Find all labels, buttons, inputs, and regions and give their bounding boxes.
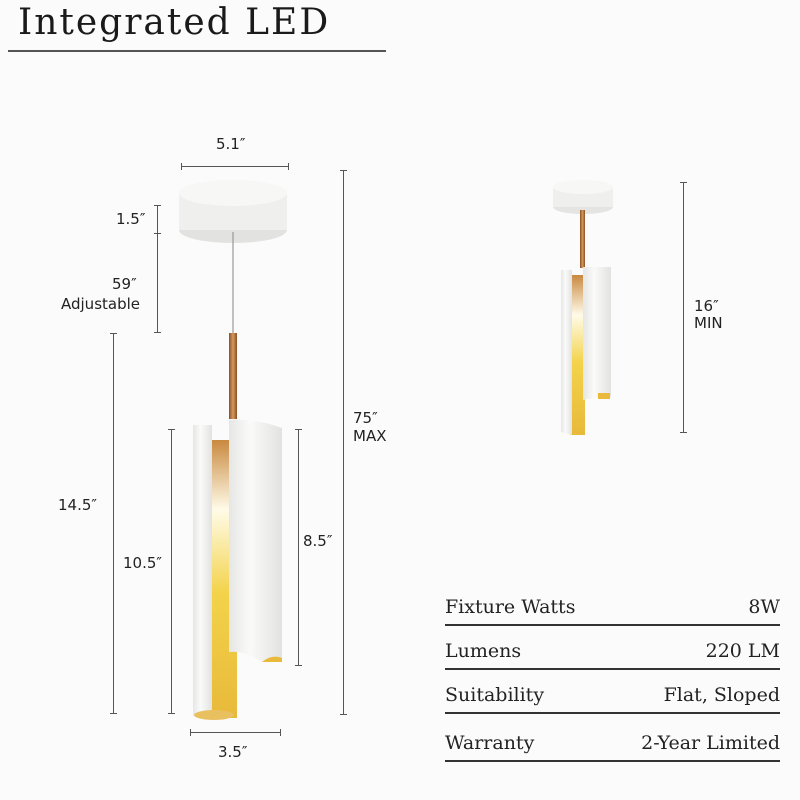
- dim-shade-inner-line: [295, 429, 302, 666]
- dim-total-max-label: 75″: [353, 409, 378, 427]
- spec-row-warranty: Warranty 2-Year Limited: [445, 714, 780, 762]
- dim-canopy-cord-line: [154, 205, 161, 333]
- spec-row-suitability: Suitability Flat, Sloped: [445, 670, 780, 714]
- dim-total-min-label: 16″: [694, 297, 719, 315]
- dim-shade-outer-label: 10.5″: [123, 554, 163, 572]
- spec-row-watts: Fixture Watts 8W: [445, 585, 780, 626]
- dim-shade-inner-label: 8.5″: [303, 532, 333, 550]
- title-underline: [8, 50, 386, 52]
- spec-label: Suitability: [445, 684, 545, 706]
- dim-shade-width-line: [190, 729, 281, 736]
- dim-shade-width-label: 3.5″: [218, 743, 248, 761]
- dim-canopy-width-line: [181, 163, 289, 170]
- spec-label: Fixture Watts: [445, 596, 576, 618]
- dim-total-max-note: MAX: [353, 427, 387, 445]
- specs-table: Fixture Watts 8W Lumens 220 LM Suitabili…: [445, 585, 780, 762]
- dim-total-min-note: MIN: [694, 314, 723, 332]
- spec-value: Flat, Sloped: [663, 684, 780, 706]
- dim-canopy-height-label: 1.5″: [116, 210, 146, 228]
- spec-label: Lumens: [445, 640, 522, 662]
- spec-row-lumens: Lumens 220 LM: [445, 626, 780, 670]
- dim-fixture-height-line: [110, 333, 117, 714]
- dim-canopy-width-label: 5.1″: [216, 135, 246, 153]
- spec-value: 2-Year Limited: [641, 732, 780, 754]
- dim-cord-note: Adjustable: [61, 295, 140, 313]
- dim-fixture-height-label: 14.5″: [58, 496, 98, 514]
- dim-total-max-line: [340, 170, 347, 715]
- spec-value: 8W: [748, 596, 780, 618]
- dim-shade-outer-line: [168, 429, 175, 714]
- dim-total-min-line: [680, 182, 687, 433]
- page-title: Integrated LED: [18, 2, 331, 43]
- spec-value: 220 LM: [705, 640, 780, 662]
- spec-label: Warranty: [445, 732, 535, 754]
- dim-cord-length-label: 59″: [112, 275, 137, 293]
